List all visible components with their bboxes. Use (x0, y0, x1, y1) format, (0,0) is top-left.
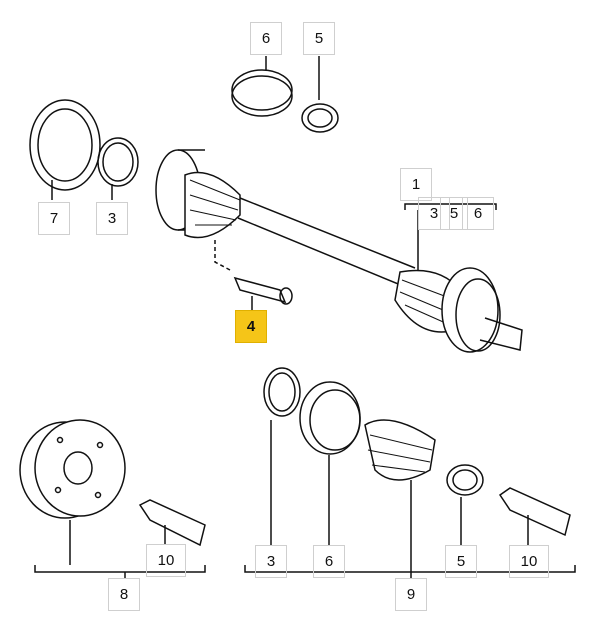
bracket-right (244, 565, 576, 573)
callout-3-kit-circlip[interactable]: 3 (255, 545, 287, 578)
drive-shaft-part-1 (155, 149, 523, 353)
circlip-part-3 (97, 137, 139, 200)
callout-7-gasket[interactable]: 7 (38, 202, 70, 235)
callout-1-sub-3[interactable]: 3 (418, 197, 450, 230)
callout-8-flange[interactable]: 8 (108, 578, 140, 611)
bracket-left (34, 565, 206, 573)
callout-6-kit-clamp[interactable]: 6 (313, 545, 345, 578)
callout-5-hose-clamp[interactable]: 5 (303, 22, 335, 55)
callout-1-sub-5[interactable]: 5 (440, 197, 468, 230)
clamp-ring-part-6 (231, 56, 293, 117)
repair-kit-parts (263, 367, 571, 578)
gasket-part-7 (29, 99, 101, 200)
callout-4-bolt-highlighted[interactable]: 4 (235, 310, 267, 343)
callout-1-drive-shaft[interactable]: 1 (400, 168, 432, 201)
grease-tube-part-10 (138, 499, 206, 547)
hose-clamp-part-5 (301, 56, 339, 133)
callout-3-circlip[interactable]: 3 (96, 202, 128, 235)
callout-6-clamp[interactable]: 6 (250, 22, 282, 55)
flange-part-8 (19, 419, 126, 565)
callout-10-grease-right[interactable]: 10 (509, 545, 549, 578)
callout-5-kit-hose-clamp[interactable]: 5 (445, 545, 477, 578)
callout-10-grease-left[interactable]: 10 (146, 544, 186, 577)
callout-9-boot[interactable]: 9 (395, 578, 427, 611)
callout-1-sub-6[interactable]: 6 (462, 197, 494, 230)
bolt-part-4 (214, 240, 293, 310)
